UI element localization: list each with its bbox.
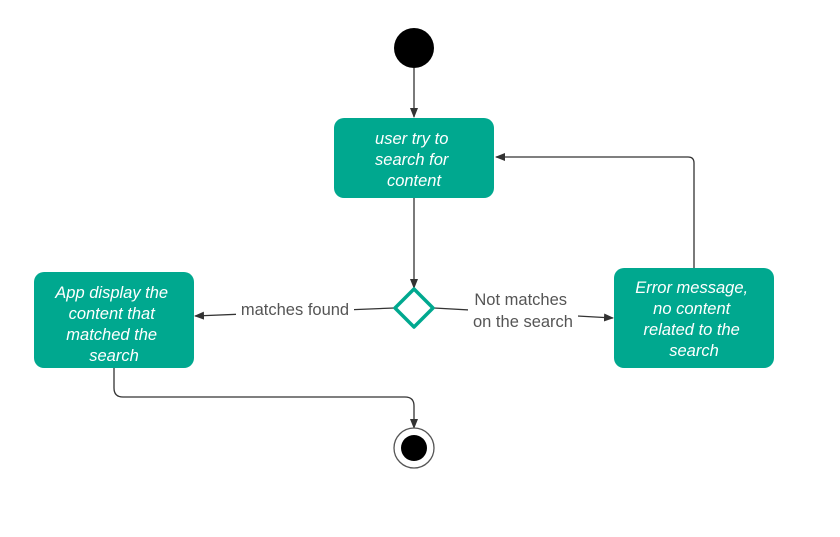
final-node-inner bbox=[401, 435, 427, 461]
activity-display-label: App display the content that matched the… bbox=[54, 284, 172, 365]
activity-label-line: content bbox=[387, 172, 443, 190]
edge-display-to-end bbox=[113, 368, 418, 429]
activity-label-line: matched the bbox=[66, 326, 157, 344]
activity-error-message bbox=[614, 268, 774, 368]
activity-label-line: Error message, bbox=[635, 279, 748, 297]
initial-node bbox=[394, 28, 434, 68]
activity-label-line: no content bbox=[653, 300, 731, 318]
activity-label-line: related to the bbox=[644, 321, 740, 339]
activity-error-label: Error message, no content related to the… bbox=[635, 279, 752, 360]
edge-label-line: on the search bbox=[473, 313, 573, 331]
edge-label-line: matches found bbox=[241, 301, 349, 319]
activity-search bbox=[334, 118, 494, 198]
activity-display-results bbox=[34, 272, 194, 368]
edge-label-line: Not matches bbox=[474, 291, 567, 309]
activity-label-line: search bbox=[669, 342, 719, 360]
activity-label-line: content that bbox=[69, 305, 157, 323]
edge-label-matches-found: matches found bbox=[241, 301, 349, 319]
edge-error-to-search bbox=[495, 153, 695, 268]
activity-label-line: App display the bbox=[54, 284, 168, 302]
edge-label-not-matches: Not matches on the search bbox=[473, 291, 573, 331]
activity-label-line: search bbox=[89, 347, 139, 365]
edge-label-bg-not-found bbox=[468, 289, 578, 333]
activity-label-line: user try to bbox=[375, 130, 448, 148]
activity-label-line: search for bbox=[375, 151, 450, 169]
activity-search-label: user try to search for content bbox=[375, 130, 453, 190]
edge-label-bg-found bbox=[236, 296, 354, 322]
decision-node bbox=[393, 287, 435, 329]
